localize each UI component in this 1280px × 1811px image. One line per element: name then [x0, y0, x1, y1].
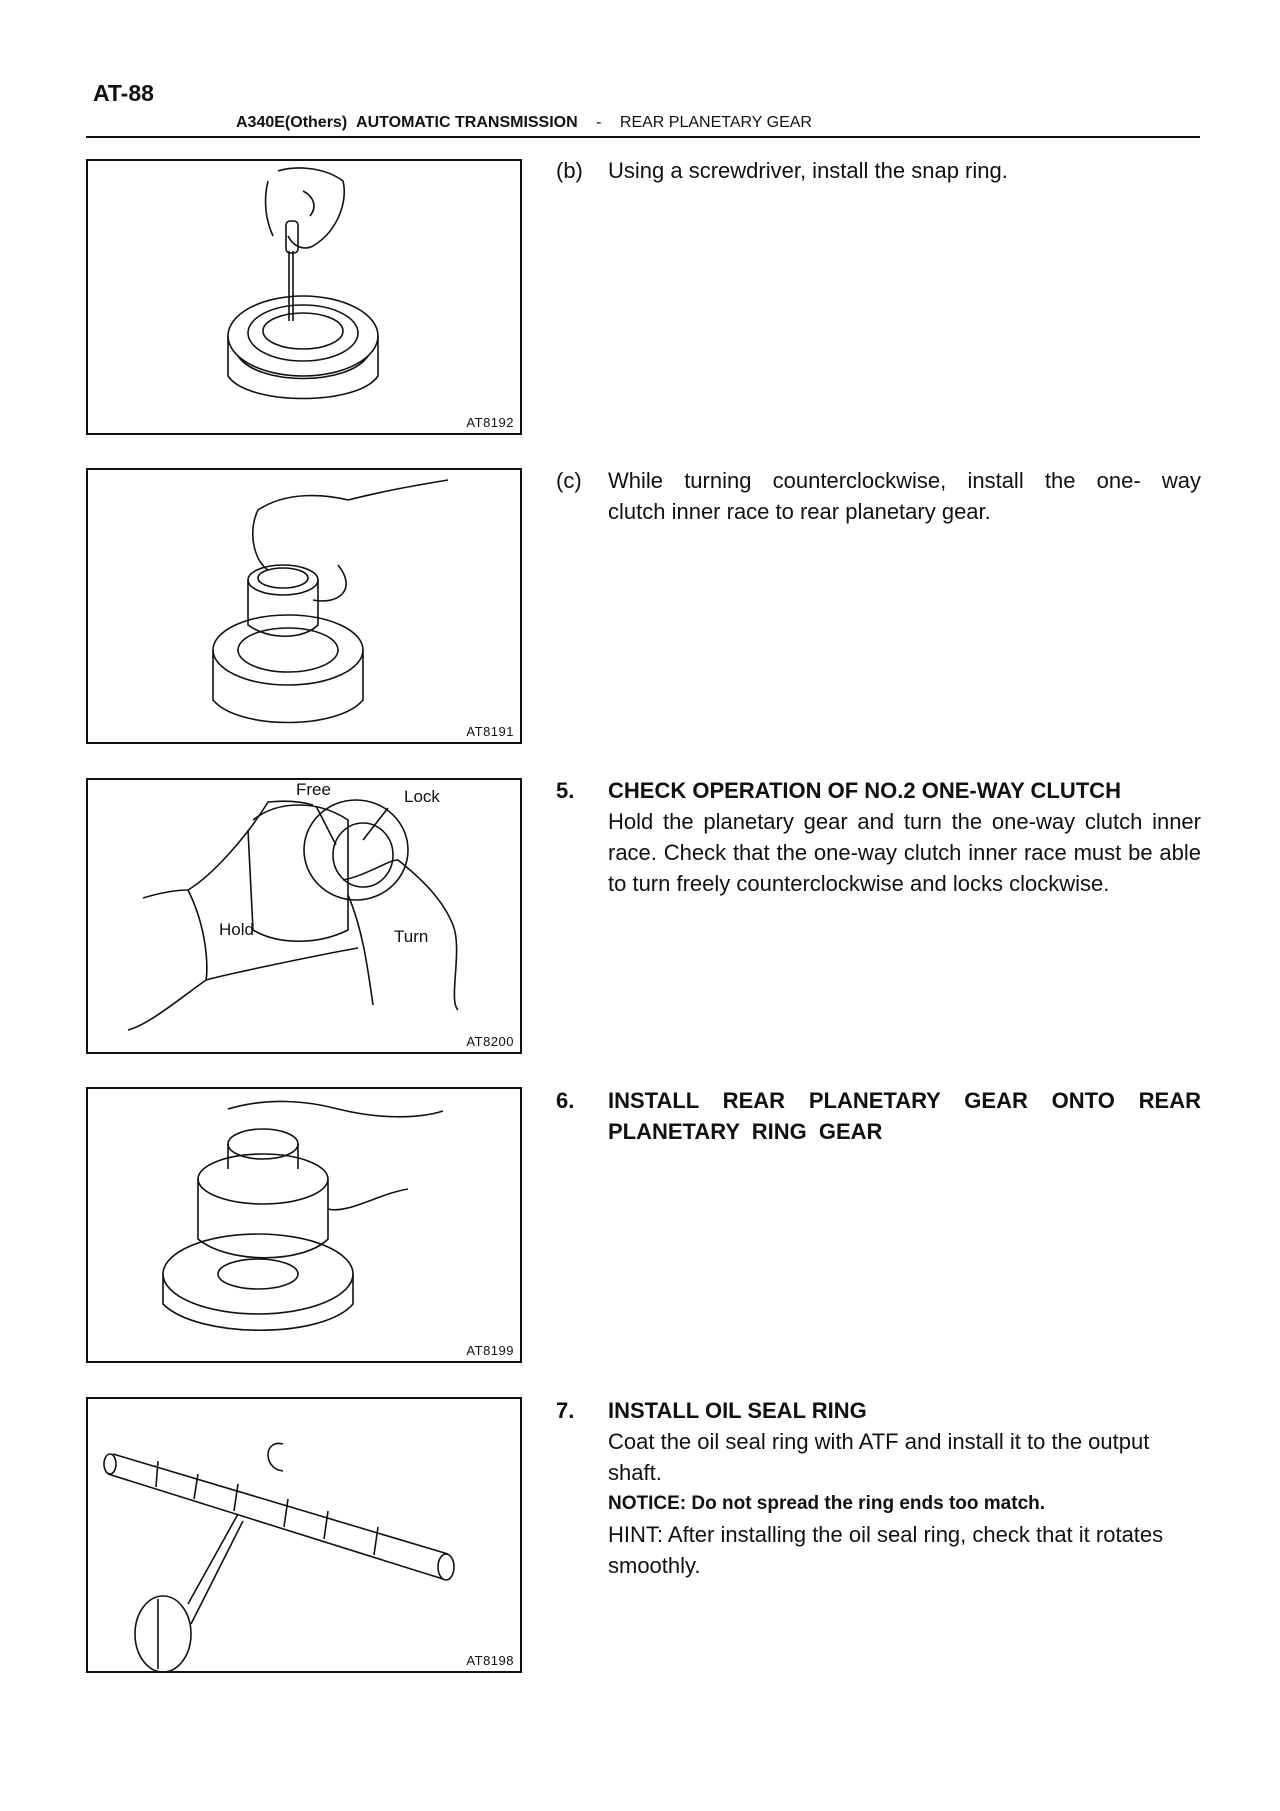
- step-b-label: (b): [556, 158, 583, 183]
- step-c-text-line1: While turning counterclockwise, install …: [608, 468, 1201, 493]
- step-b-text: Using a screwdriver, install the snap ri…: [608, 158, 1008, 183]
- step-7-title: INSTALL OIL SEAL RING: [608, 1398, 867, 1423]
- figure-oil-seal-ring: AT8198: [86, 1397, 522, 1673]
- figure-code: AT8200: [466, 1034, 514, 1049]
- label-hold: Hold: [219, 920, 254, 939]
- illustration-snap-ring: [227, 167, 379, 400]
- figure-code: AT8198: [466, 1653, 514, 1668]
- step-c: (c) While turning counterclockwise, inst…: [556, 465, 1201, 527]
- figure-code: AT8192: [466, 415, 514, 430]
- illustration-clutch-check: [127, 799, 459, 1031]
- header-rule: [86, 136, 1200, 138]
- label-free: Free: [296, 780, 331, 799]
- header-section: REAR PLANETARY GEAR: [619, 114, 812, 131]
- step-5-text: Hold the planetary gear and turn the one…: [608, 809, 1201, 896]
- step-7-hint: HINT: After installing the oil seal ring…: [608, 1522, 1164, 1578]
- step-6: 6. INSTALL REAR PLANETARY GEAR ONTO REAR…: [556, 1085, 1201, 1147]
- step-c-text-line2: clutch inner race to rear planetary gear…: [608, 499, 991, 524]
- illustration-output-shaft: [103, 1442, 455, 1671]
- figure-snap-ring: AT8192: [86, 159, 522, 435]
- step-5-number: 5.: [556, 778, 575, 803]
- figure-inner-race: AT8191: [86, 468, 522, 744]
- header-manual: AUTOMATIC TRANSMISSION: [356, 114, 578, 131]
- step-6-title: INSTALL REAR PLANETARY GEAR ONTO REAR PL…: [608, 1088, 1201, 1144]
- page-number: AT-88: [93, 80, 154, 106]
- step-6-number: 6.: [556, 1088, 575, 1113]
- step-7-number: 7.: [556, 1398, 575, 1423]
- step-5-title: CHECK OPERATION OF NO.2 ONE-WAY CLUTCH: [608, 778, 1121, 803]
- step-7: 7. INSTALL OIL SEAL RING Coat the oil se…: [556, 1395, 1201, 1581]
- running-header: A340E(Others) AUTOMATIC TRANSMISSION - R…: [236, 114, 812, 132]
- step-7-text: Coat the oil seal ring with ATF and inst…: [608, 1429, 1150, 1485]
- step-5: 5. CHECK OPERATION OF NO.2 ONE-WAY CLUTC…: [556, 775, 1201, 899]
- figure-one-way-clutch-check: Free Lock Hold Turn AT8200: [86, 778, 522, 1054]
- header-model: A340E(Others): [236, 114, 348, 131]
- step-7-notice: NOTICE: Do not spread the ring ends too …: [608, 1493, 1046, 1514]
- figure-ring-gear-install: AT8199: [86, 1087, 522, 1363]
- header-separator: -: [596, 114, 602, 131]
- figure-code: AT8199: [466, 1343, 514, 1358]
- label-lock: Lock: [404, 787, 440, 806]
- label-turn: Turn: [394, 927, 429, 946]
- step-b: (b) Using a screwdriver, install the sna…: [556, 155, 1201, 186]
- step-c-label: (c): [556, 468, 582, 493]
- illustration-inner-race: [212, 479, 449, 724]
- figure-code: AT8191: [466, 724, 514, 739]
- illustration-ring-gear: [162, 1100, 444, 1331]
